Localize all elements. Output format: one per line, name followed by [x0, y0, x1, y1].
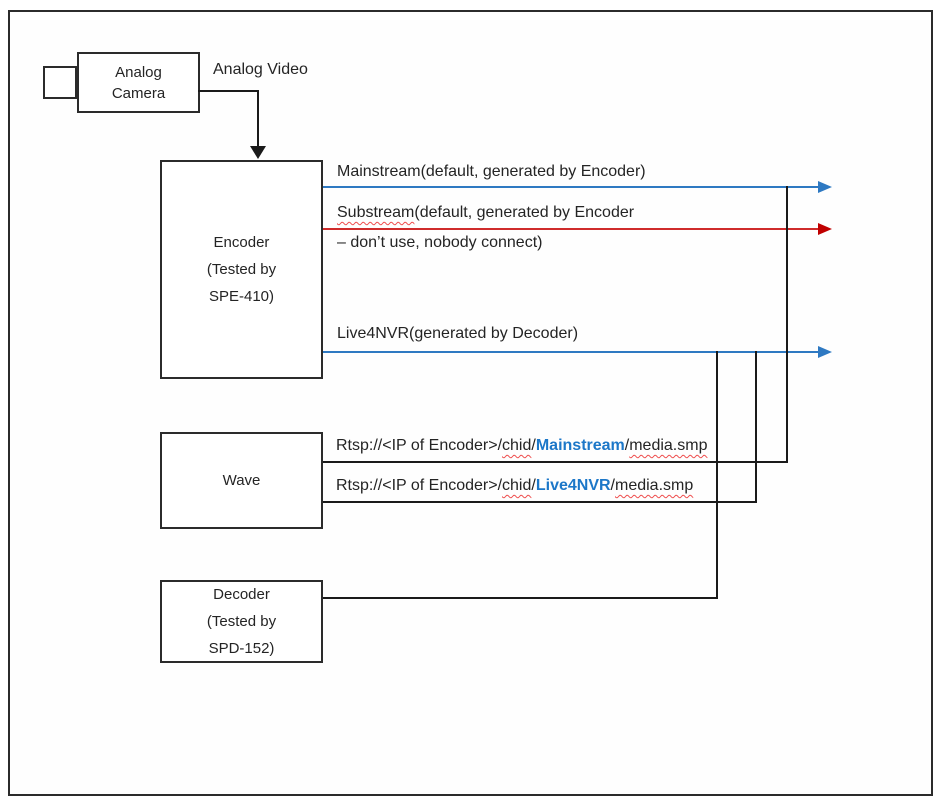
url1-sep2: / [624, 437, 630, 454]
camera-connector-hline [198, 90, 259, 92]
mainstream-arrow-icon [818, 181, 832, 193]
wave-label: Wave [222, 472, 261, 489]
diagram-border [8, 10, 933, 796]
substream-line [323, 228, 819, 230]
substream-arrow-icon [818, 223, 832, 235]
url2-stream-word: Live4NVR [535, 477, 611, 494]
analog-camera-box: Analog Camera [77, 52, 200, 113]
url2-chid: chid [502, 477, 532, 494]
camera-connector-arrow-down-icon [250, 146, 266, 159]
encoder-label: Encoder (Tested by SPE-410) [206, 234, 277, 305]
url1-stream-word: Mainstream [535, 437, 625, 454]
decoder-label: Decoder (Tested by SPD-152) [206, 586, 277, 657]
rtsp-live4nvr-url: Rtsp://<IP of Encoder>/chid/Live4NVR/med… [336, 476, 693, 496]
live4nvr-label: Live4NVR(generated by Decoder) [337, 325, 579, 342]
analog-video-label: Analog Video [213, 61, 308, 78]
url2-sep2: / [610, 477, 615, 494]
mainstream-line [323, 186, 819, 188]
wave-live4nvr-line [323, 501, 757, 503]
url1-prefix: Rtsp://<IP of Encoder>/ [336, 437, 503, 454]
decoder-to-live4nvr-vline [716, 351, 718, 599]
url2-prefix: Rtsp://<IP of Encoder>/ [336, 477, 503, 494]
camera-lens-shape [43, 66, 77, 99]
url1-file: media.smp [629, 437, 708, 454]
mainstream-to-url-vline [786, 186, 788, 463]
rtsp-mainstream-url: Rtsp://<IP of Encoder>/chid/Mainstream/m… [336, 436, 707, 456]
substream-rest: (default, generated by Encoder [414, 204, 635, 221]
url1-chid: chid [502, 437, 532, 454]
url2-sep1: / [531, 477, 536, 494]
live4nvr-line [323, 351, 819, 353]
decoder-box: Decoder (Tested by SPD-152) [160, 580, 323, 663]
wave-box: Wave [160, 432, 323, 529]
live4nvr-arrow-icon [818, 346, 832, 358]
substream-word: Substream [337, 204, 415, 221]
url1-sep1: / [531, 437, 536, 454]
wave-mainstream-line [323, 461, 788, 463]
mainstream-label: Mainstream(default, generated by Encoder… [337, 163, 646, 180]
analog-camera-label: Analog Camera [111, 63, 166, 102]
substream-label-line2: – don’t use, nobody connect) [337, 234, 543, 251]
url2-file: media.smp [615, 477, 694, 494]
encoder-box: Encoder (Tested by SPE-410) [160, 160, 323, 379]
live4nvr-to-url-vline [755, 351, 757, 503]
decoder-connector-hline [323, 597, 718, 599]
camera-connector-vline [257, 90, 259, 146]
substream-label-line1: Substream(default, generated by Encoder [337, 203, 634, 223]
